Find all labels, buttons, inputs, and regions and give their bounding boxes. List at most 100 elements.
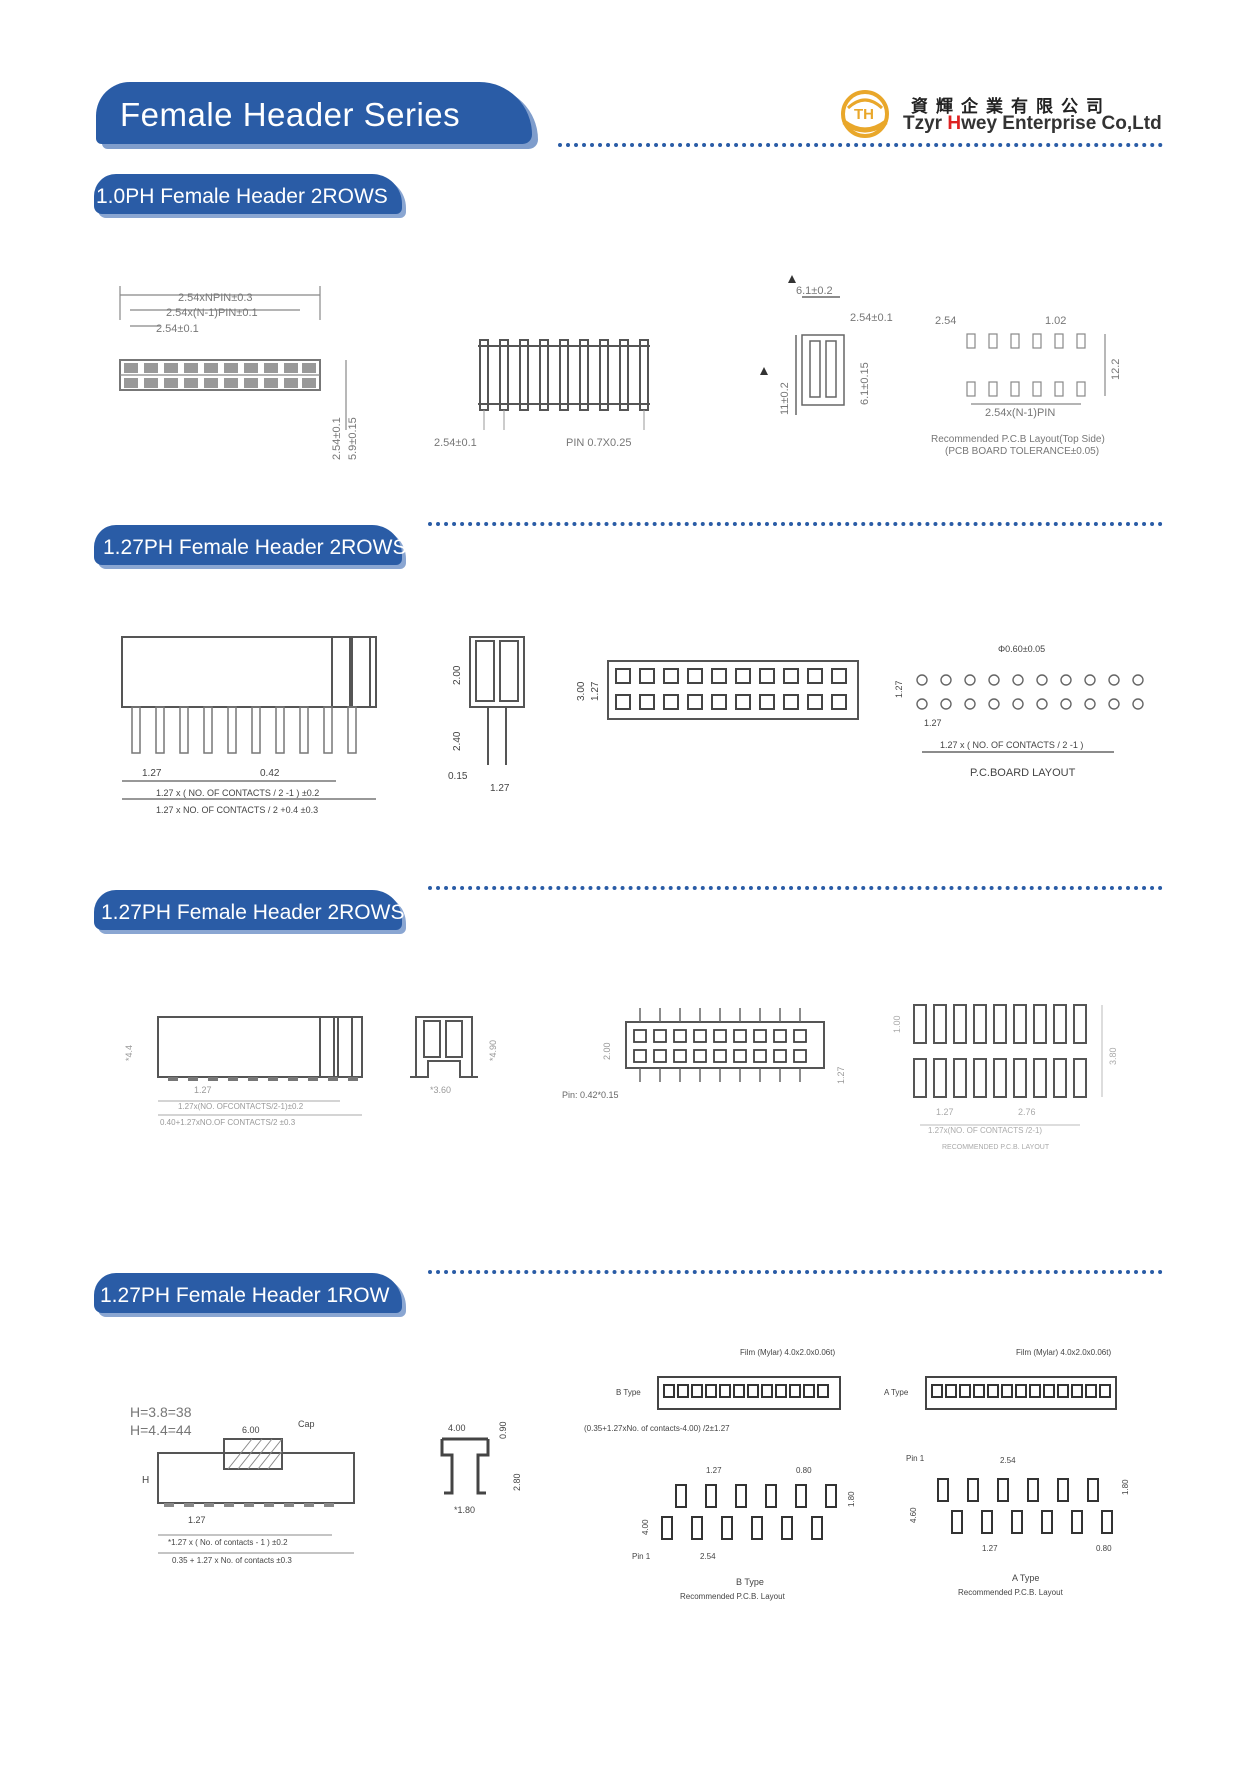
- btype-row-pitch: 2.54: [700, 1552, 716, 1561]
- triangle-marker-icon: [760, 367, 768, 375]
- section-title-1: 1.0PH Female Header 2ROWS: [96, 185, 388, 208]
- pcb-hole-dia: Φ0.60±0.05: [998, 644, 1045, 654]
- drawing-2-side: 2.00 2.40 0.15 1.27: [448, 636, 525, 794]
- dim-pin-thick: 0.15: [448, 771, 468, 782]
- drawing-4-front: H=3.8=38 H=4.4=44 6.00 Cap H 1.27 *1.27 …: [130, 1405, 355, 1565]
- section-banner-4: [94, 1273, 402, 1313]
- dim-pin-length: 2.40: [452, 731, 463, 751]
- atype-pitch: 1.27: [982, 1544, 998, 1553]
- dim-side-height: 11±0.2: [779, 382, 791, 415]
- dim-height-44: H=4.4=44: [130, 1422, 192, 1438]
- dim-row-pitch: 1.27: [836, 1066, 846, 1084]
- btype-pad-width: 0.80: [796, 1466, 812, 1475]
- company-name-en: Tzyr Hwey Enterprise Co,Ltd: [903, 113, 1162, 135]
- dim-total-width: 2.54xNPIN±0.3: [178, 292, 253, 304]
- company-logo-icon: TH: [841, 90, 889, 138]
- drawing-3-front: *4.4 1.27 1.27x(NO. OFCONTACTS/2-1)±0.2 …: [124, 1016, 363, 1127]
- btype-label: B Type: [616, 1388, 641, 1397]
- atype-label: A Type: [884, 1388, 909, 1397]
- drawing-1-front: 2.54xNPIN±0.3 2.54x(N-1)PIN±0.1 2.54±0.1…: [119, 286, 359, 460]
- film-label-b: Film (Mylar) 4.0x2.0x0.06t): [740, 1348, 835, 1357]
- drawing-2-top: 3.00 1.27: [576, 660, 859, 720]
- atype-pad-height: 1.80: [1121, 1479, 1130, 1495]
- film-label-a: Film (Mylar) 4.0x2.0x0.06t): [1016, 1348, 1111, 1357]
- dim-side-base: *1.80: [454, 1505, 475, 1515]
- section-banner-3: [94, 890, 402, 930]
- pcb-caption: P.C.BOARD LAYOUT: [970, 767, 1076, 779]
- pcb-row-span: 2.76: [1018, 1107, 1036, 1117]
- atype-pin1: Pin 1: [906, 1454, 925, 1463]
- dotted-divider: [558, 143, 1163, 147]
- dim-formula-2: 0.40+1.27xNO.OF CONTACTS/2 ±0.3: [160, 1118, 296, 1127]
- pcb-pitch: 2.54: [935, 315, 956, 327]
- btype-pitch: 1.27: [706, 1466, 722, 1475]
- btype-caption: B Type: [736, 1577, 764, 1587]
- dim-body-height: 2.00: [452, 665, 463, 685]
- dim-pin-size: Pin: 0.42*0.15: [562, 1090, 619, 1100]
- btype-span: 4.00: [641, 1519, 650, 1535]
- pcb-caption: RECOMMENDED P.C.B. LAYOUT: [942, 1144, 1050, 1151]
- drawing-3-side: *3.60 *4.90: [410, 1016, 498, 1095]
- dim-side-height: *4.90: [488, 1040, 498, 1061]
- pcb-col-pitch: 1.27: [924, 718, 942, 728]
- company-name-cn: 資輝企業有限公司: [911, 97, 1111, 116]
- pcb-row-gap: 12.2: [1110, 359, 1122, 380]
- drawing-3-top: Pin: 0.42*0.15 2.00 1.27: [562, 1008, 846, 1100]
- dim-side-top: 0.90: [498, 1421, 508, 1439]
- atype-layout-caption: Recommended P.C.B. Layout: [958, 1588, 1064, 1597]
- company-name-h: H: [947, 113, 962, 134]
- section-banner-2: [94, 525, 402, 565]
- dim-pitch: 1.27: [194, 1085, 212, 1095]
- company-name-rest: wey Enterprise Co,Ltd: [961, 113, 1162, 134]
- drawing-2-pcb: Φ0.60±0.05 1.27 1.27 1.27 x ( NO. OF CON…: [894, 644, 1144, 779]
- dim-height: *4.4: [124, 1045, 134, 1061]
- pcb-total-height: 3.80: [1108, 1047, 1118, 1065]
- dim-side-width: 4.00: [448, 1423, 466, 1433]
- triangle-marker-icon: [788, 275, 796, 283]
- title-banner: [96, 82, 532, 144]
- atype-pad-width: 0.80: [1096, 1544, 1112, 1553]
- dim-pin-width: 0.42: [260, 768, 280, 779]
- pcb-caption: Recommended P.C.B Layout(Top Side): [931, 434, 1105, 445]
- section-title-4: 1.27PH Female Header 1ROW: [100, 1284, 390, 1307]
- dim-side-top: 6.1±0.2: [796, 285, 833, 297]
- page-title: Female Header Series: [120, 96, 461, 133]
- pcb-tolerance: (PCB BOARD TOLERANCE±0.05): [945, 446, 1099, 457]
- section-banner-1: [94, 174, 402, 214]
- dim-formula-1: *1.27 x ( No. of contacts - 1 ) ±0.2: [168, 1538, 288, 1547]
- dim-side-inner: 6.1±0.15: [859, 362, 871, 405]
- dim-pin-span: 2.54x(N-1)PIN±0.1: [166, 307, 258, 319]
- drawing-1-pcb: 2.54 1.02 2.54x(N-1)PIN 12.2 Recommended…: [931, 315, 1122, 457]
- dim-body-width: 3.00: [576, 681, 587, 701]
- pcb-row-span: 2.54x(N-1)PIN: [985, 407, 1055, 419]
- atype-row-pitch: 2.54: [1000, 1456, 1016, 1465]
- dim-side-width: 2.54±0.1: [850, 312, 893, 324]
- drawing-3-pcb: 1.00 1.27 2.76 3.80 1.27x(NO. OF CONTACT…: [892, 1004, 1118, 1151]
- dim-formula-1: 1.27 x ( NO. OF CONTACTS / 2 -1 ) ±0.2: [156, 788, 319, 798]
- dim-pitch-top: 2.54±0.1: [434, 437, 477, 449]
- dotted-divider: [428, 886, 1163, 890]
- logo-letters: TH: [854, 106, 874, 123]
- atype-caption: A Type: [1012, 1573, 1039, 1583]
- dim-pitch: 1.27: [188, 1515, 206, 1525]
- dim-side-height: 2.80: [512, 1473, 522, 1491]
- dim-base-width: *3.60: [430, 1085, 451, 1095]
- cap-label: Cap: [298, 1419, 315, 1429]
- pcb-row-pitch: 1.27: [894, 680, 904, 698]
- drawing-4-btype: Film (Mylar) 4.0x2.0x0.06t) B Type (0.35…: [584, 1348, 856, 1601]
- pcb-hole: 1.02: [1045, 315, 1066, 327]
- dim-body-depth: 2.00: [602, 1042, 612, 1060]
- dim-formula-2: 1.27 x NO. OF CONTACTS / 2 +0.4 ±0.3: [156, 805, 318, 815]
- dim-height-38: H=3.8=38: [130, 1405, 192, 1420]
- pcb-pitch: 1.27: [936, 1107, 954, 1117]
- company-name-prefix: Tzyr: [903, 113, 948, 134]
- drawing-1-side: 6.1±0.2 2.54±0.1 11±0.2 6.1±0.15: [760, 275, 893, 415]
- pcb-formula: 1.27 x ( NO. OF CONTACTS / 2 -1 ): [940, 740, 1083, 750]
- drawing-1-top: 2.54±0.1 PIN 0.7X0.25: [434, 339, 650, 449]
- atype-span: 4.60: [909, 1507, 918, 1523]
- btype-formula: (0.35+1.27xNo. of contacts-4.00) /2±1.27: [584, 1424, 730, 1433]
- pcb-pad-height: 1.00: [892, 1015, 902, 1033]
- section-title-2: 1.27PH Female Header 2ROWS: [103, 536, 407, 559]
- btype-pin1: Pin 1: [632, 1552, 651, 1561]
- drawing-4-atype: Film (Mylar) 4.0x2.0x0.06t) A Type Pin 1…: [884, 1348, 1130, 1597]
